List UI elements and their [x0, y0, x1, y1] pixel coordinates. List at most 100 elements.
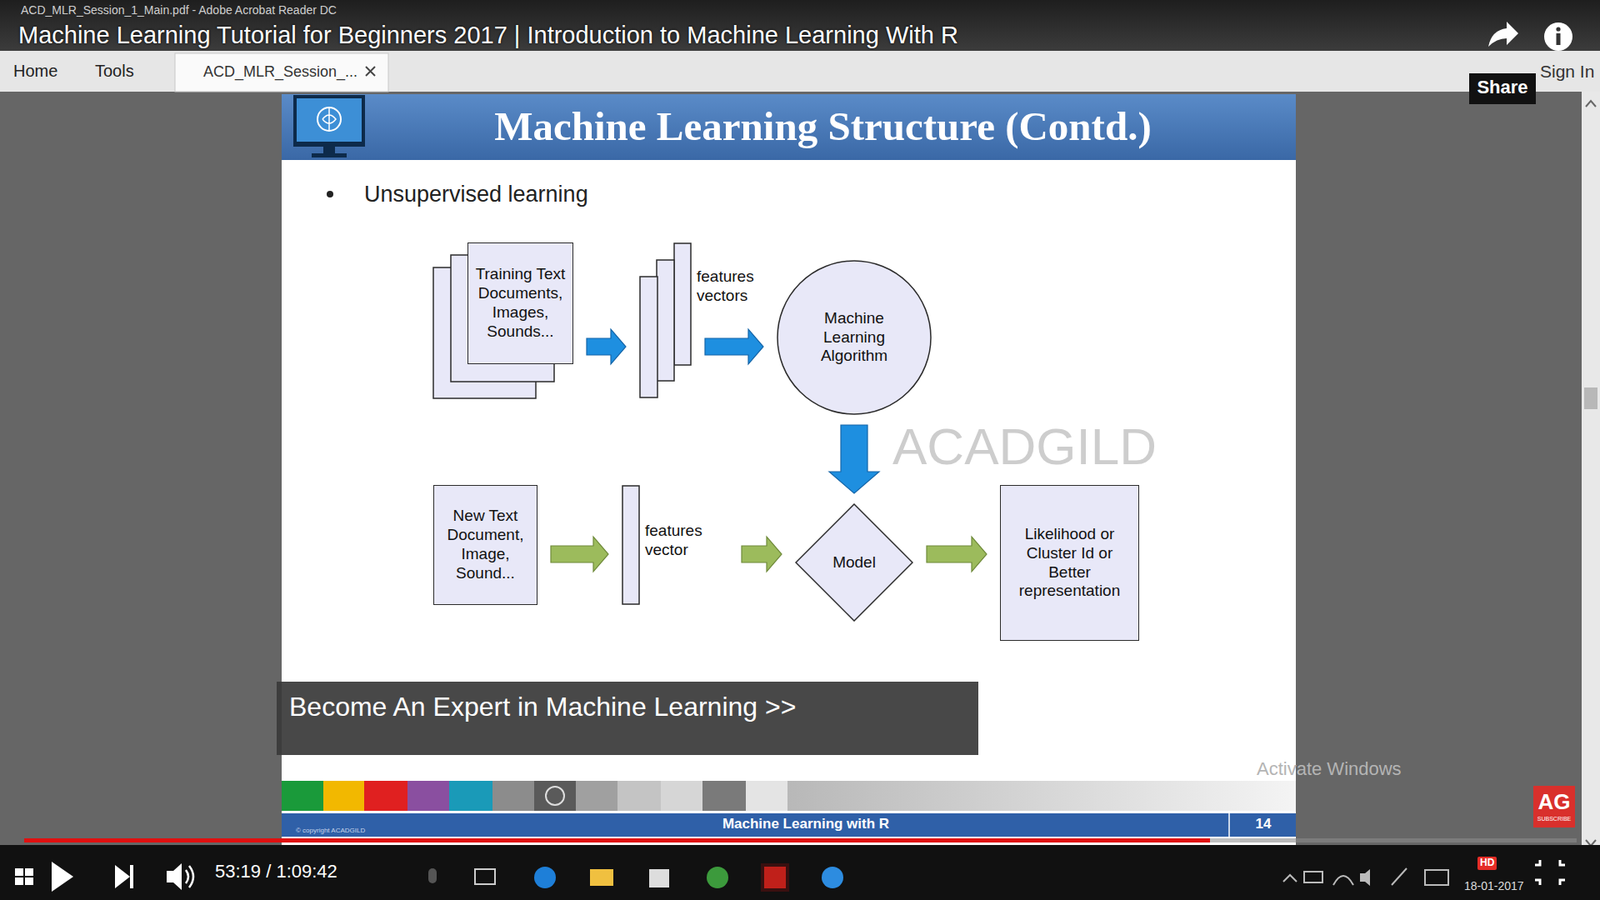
next-button: [115, 865, 130, 889]
folder-icon: [590, 869, 614, 886]
logo-subtext: SUBSCRIBE: [1533, 815, 1575, 823]
block-arrow: [926, 536, 987, 572]
new-document-box: New Text Document, Image, Sound...: [433, 485, 538, 605]
store-icon: [649, 869, 670, 888]
channel-logo: [1533, 785, 1575, 828]
windows-logo: [15, 868, 24, 876]
share-icon: [1488, 21, 1519, 47]
node-label: Likelihood or Cluster Id or Better repre…: [1005, 525, 1134, 601]
mic-icon: [428, 868, 437, 884]
monitor-icon: [293, 95, 365, 147]
task-view-icon: [475, 869, 495, 885]
volume-icon: [185, 865, 194, 888]
windows-logo: [25, 868, 34, 876]
tray-icon: [1391, 868, 1407, 885]
footer-title: Machine Learning with R: [639, 815, 973, 833]
sign-in-link: Sign In: [1540, 61, 1595, 82]
document-stack: Training Text Documents, Images, Sounds.…: [467, 242, 574, 365]
hd-badge: HD: [1477, 856, 1497, 870]
block-arrow: [586, 329, 626, 365]
block-arrow: [741, 536, 782, 572]
info-icon-bar: [1556, 33, 1561, 45]
os-watermark: Activate Windows: [1256, 758, 1402, 780]
photo-strip: [617, 780, 661, 811]
scroll-arrow: [1585, 840, 1596, 846]
color-square: [449, 780, 493, 811]
monitor-base: [311, 153, 347, 158]
banner-text: Become An Expert in Machine Learning >>: [289, 691, 796, 723]
color-square: [407, 780, 450, 811]
node-label: features vectors: [696, 267, 780, 306]
windows-logo: [25, 877, 34, 885]
node-label: New Text Document, Image, Sound...: [439, 506, 532, 583]
video-title: Machine Learning Tutorial for Beginners …: [18, 21, 959, 50]
copyright-note: © copyright ACADGILD: [295, 826, 365, 835]
bullet-text: Unsupervised learning: [364, 181, 589, 208]
next-button: [130, 865, 134, 889]
slide-title: Machine Learning Structure (Contd.): [350, 103, 1296, 150]
document-tab: [175, 53, 389, 92]
block-arrow: [705, 329, 764, 365]
tab-close-icon: [365, 66, 375, 76]
acrobat-task: [760, 863, 790, 892]
photo-strip: [660, 780, 703, 811]
tab-close-icon: [365, 66, 375, 76]
block-arrow: [550, 536, 609, 572]
volume-icon: [166, 863, 182, 890]
title-bar: [0, 0, 1600, 51]
info-icon-dot: [1555, 26, 1560, 31]
vector-bar: [640, 276, 658, 398]
slide-header-band: [281, 94, 1296, 160]
footer-divider: [1228, 813, 1230, 837]
tray-icon: [1283, 875, 1297, 882]
info-icon: [1544, 22, 1573, 51]
video-app-icon: [821, 866, 844, 889]
vector-bars: [639, 242, 692, 399]
progress-played: [24, 838, 1210, 843]
bullet-dot: [326, 190, 334, 198]
share-tooltip: [1469, 73, 1536, 105]
vector-bar: [622, 485, 640, 605]
control-bar: [0, 845, 1600, 900]
windows-logo: [15, 877, 24, 885]
diamond-shape: [795, 504, 913, 621]
play-button: [51, 861, 74, 892]
progress-track: [24, 838, 1577, 843]
photo-strip: [702, 780, 746, 811]
fullscreen-exit-icon: [1535, 860, 1565, 885]
color-square: [323, 780, 365, 811]
window-title: ACD_MLR_Session_1_Main.pdf - Adobe Acrob…: [20, 3, 337, 17]
scroll-arrow: [1585, 100, 1596, 107]
brain-icon: [317, 107, 341, 131]
model-diamond: Model: [795, 503, 914, 622]
node-label: Machine Learning Algorithm: [803, 309, 905, 366]
node-label: Training Text Documents, Images, Sounds.…: [473, 265, 568, 341]
progress-buffer: [24, 838, 1240, 843]
tray-icon: [1304, 871, 1323, 883]
tray-icon: [1360, 869, 1370, 886]
block-arrow: [829, 425, 880, 494]
circle-shape: [777, 260, 931, 415]
color-square: [364, 780, 408, 811]
tab-name: ACD_MLR_Session_...: [203, 63, 358, 81]
photo-strip: [575, 780, 618, 811]
outside-label-wrap: features vectors: [696, 267, 780, 306]
brain-icon: [322, 108, 336, 131]
vector-bar: [674, 243, 691, 365]
slide-footer-band: [281, 813, 1296, 837]
node-label: features vector: [645, 521, 729, 560]
acrobat-icon: [764, 866, 786, 889]
feature-vector: features vector: [621, 485, 640, 605]
promo-banner: [276, 681, 979, 755]
photo-strip: [534, 780, 576, 811]
acrobat-toolbar: [0, 50, 1600, 92]
taskbar-date: 18-01-2017: [1464, 879, 1525, 893]
photo-strip: [745, 780, 788, 811]
edge-icon: [534, 866, 556, 889]
toolbar-menu: Home: [13, 61, 58, 81]
scrollbar-thumb: [1584, 387, 1598, 410]
keyboard-icon: [1425, 870, 1449, 885]
output-box: Likelihood or Cluster Id or Better repre…: [1000, 485, 1140, 641]
